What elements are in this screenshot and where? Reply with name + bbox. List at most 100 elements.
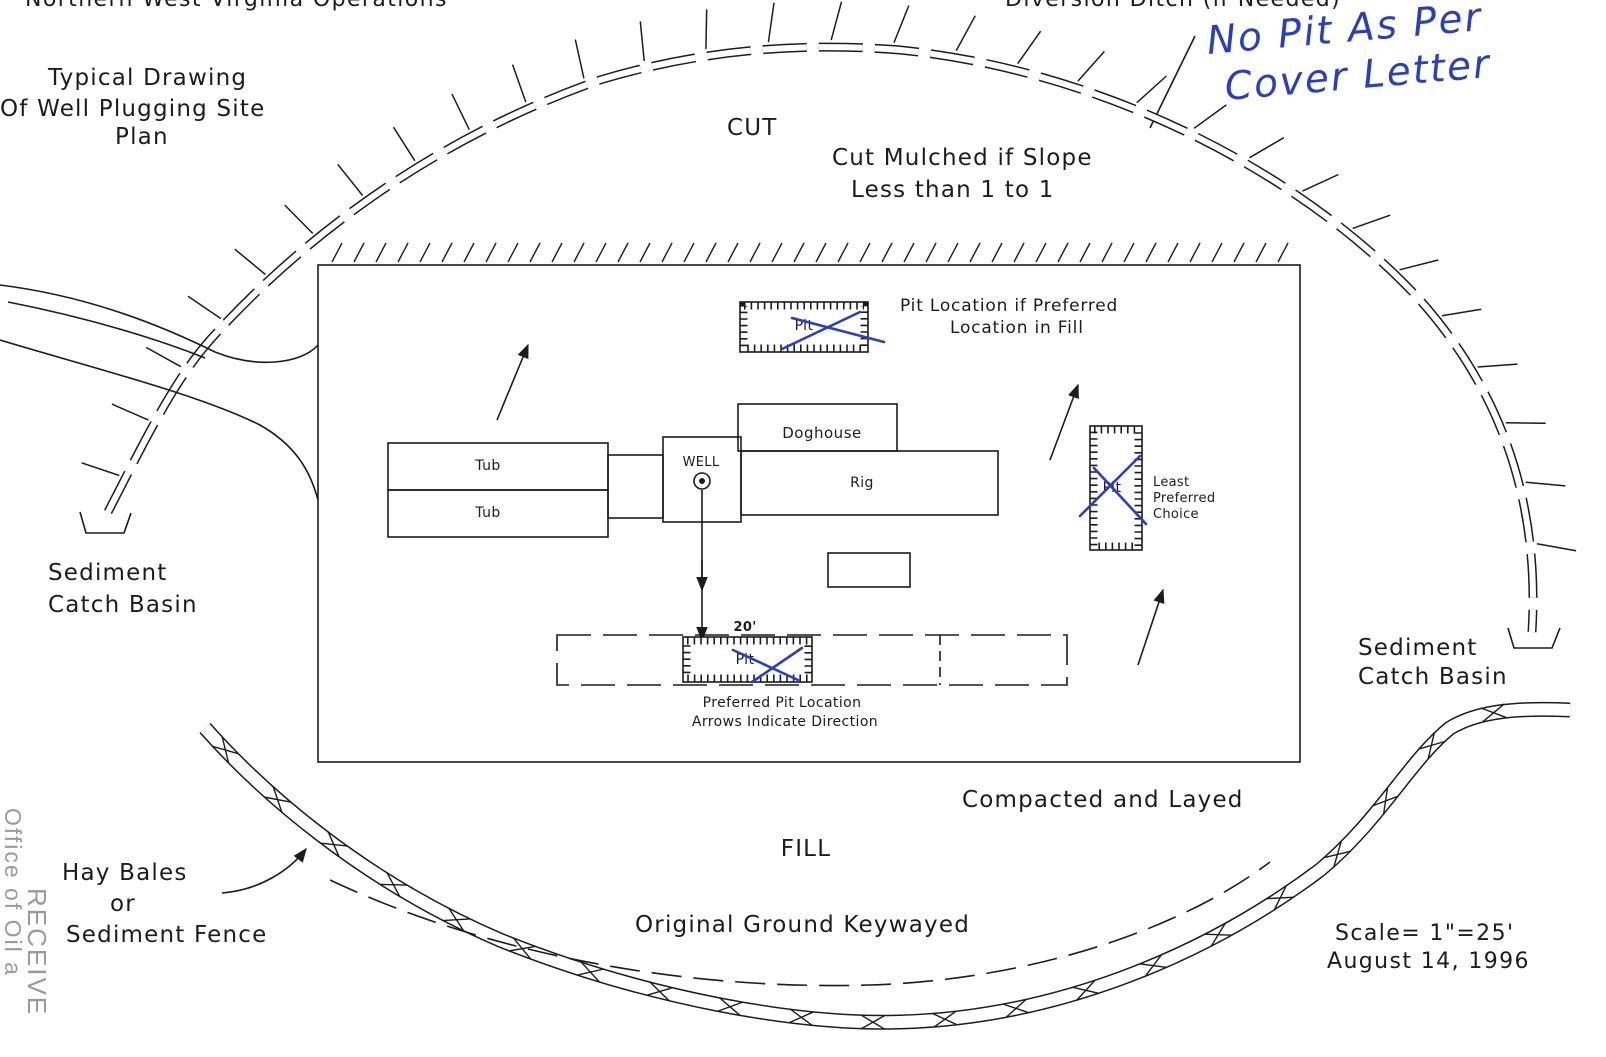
pad-hachure-tick [617,242,629,263]
right-basin-label-1: Sediment [1358,635,1478,661]
title-line-3: Plan [115,124,169,150]
top-pit-cross-stroke-2 [790,316,886,344]
hachure-tick [830,1,843,41]
fence-x-stroke [379,883,408,886]
preferred-pit-area-outline [556,634,1068,686]
cut-mulched-note-1: Cut Mulched if Slope [832,145,1093,171]
pad-hachure-tick [441,242,453,263]
keywayed-note: Original Ground Keywayed [635,912,970,938]
pad-hachure-tick [529,242,541,263]
bottom-pit-cross-stroke-2 [750,646,804,684]
pad-hachure-tick [419,242,431,263]
title-line-1: Typical Drawing [47,65,247,91]
hachure-tick [392,126,416,162]
pad-hachure-tick [969,242,981,263]
hachure-tick [1441,308,1482,317]
fence-x-stroke [646,986,674,997]
right-catch-basin-symbol [1507,627,1561,649]
bottom-pit-note-1: Preferred Pit Location [703,695,862,711]
fence-x-stroke [1005,998,1027,1019]
hachure-tick [1017,30,1042,65]
tub-label-2: Tub [474,505,500,521]
hachure-tick [145,346,182,368]
stamp-office-text: Office of Oil a [0,808,26,977]
hachure-tick [81,462,120,477]
hachure-tick [955,15,976,52]
doghouse-label: Doghouse [782,424,861,442]
pad-hachure-tick [1013,242,1025,263]
rig-box [740,450,999,516]
fence-x-stroke [1382,787,1389,815]
fence-x-stroke [716,1001,744,1013]
direction-arrow-right-lower [1137,588,1165,666]
right-pit-note-3: Choice [1153,507,1199,522]
right-pit: Pit [1078,425,1148,551]
fence-label-3: Sediment Fence [66,922,268,948]
direction-arrow-left [496,343,529,421]
pad-top-hachures [331,242,1289,263]
hachure-tick [1193,104,1227,129]
fence-leader-arrow [221,847,307,894]
wellhead-inner-icon [699,478,705,484]
pad-hachure-tick [727,242,739,263]
right-pit-cross-stroke-2 [1092,466,1148,526]
small-equipment-box [827,552,911,588]
well-pad-outline [317,264,1301,763]
pad-hachure-tick [793,242,805,263]
ditch-leader-line [1149,35,1196,129]
fence-x-stroke [1482,703,1505,723]
fence-x-stroke [319,842,348,847]
cut-mulched-note-2: Less than 1 to 1 [851,177,1055,203]
top-pit-ticks [740,302,868,352]
hachure-tick [574,39,585,79]
scale-label: Scale= 1"=25' [1335,921,1514,946]
sediment-fence [199,701,1571,1030]
fence-x-stroke [788,1011,815,1024]
hachure-tick [1352,214,1391,230]
date-label: August 14, 1996 [1327,949,1530,974]
pad-hachure-tick [1035,242,1047,263]
fence-x-marks [211,703,1507,1030]
access-road-mid [7,301,206,359]
hachure-tick [1399,259,1439,271]
fence-outer-stroke [199,701,1571,1030]
title-line-2: Of Well Plugging Site [0,96,265,122]
bottom-pit-outline [682,636,813,683]
hachure-tick [705,9,708,50]
left-catch-basin-symbol [79,511,132,534]
fence-x-stroke [263,796,292,803]
pad-hachure-tick [705,242,717,263]
hachure-tick [893,5,910,43]
pad-hachure-tick [551,242,563,263]
ditch-outer-stroke [103,42,1538,633]
fence-inner-stroke [200,703,1571,1029]
hachure-tick [1077,50,1105,82]
hachure-tick [187,295,222,320]
pad-hachure-tick [1167,242,1179,263]
pad-hachure-tick [815,242,827,263]
access-road-bottom [0,339,319,501]
ditch-inner-stroke [105,44,1536,633]
right-basin-label-2: Catch Basin [1358,664,1508,690]
bottom-pit-ticks [683,637,812,682]
fence-x-stroke [508,945,537,952]
pad-hachure-tick [353,242,365,263]
hachure-tick [511,64,527,103]
top-pit-cross-stroke-1 [780,310,862,351]
right-pit-note-2: Preferred [1153,491,1215,506]
top-pit-note-1: Pit Location if Preferred [900,296,1118,316]
pad-hachure-tick [375,242,387,263]
hachure-tick [1536,542,1577,552]
rig-label: Rig [850,475,874,491]
access-road-top [0,284,319,364]
pad-hachure-tick [903,242,915,263]
hachure-tick [767,2,775,43]
pad-hachure-tick [837,242,849,263]
pad-hachure-tick [507,242,519,263]
pad-hachure-tick [1079,242,1091,263]
pad-hachure-tick [1255,242,1267,263]
bottom-pit: Pit [682,636,813,684]
pad-hachure-tick [639,242,651,263]
diversion-ditch [81,1,1577,633]
